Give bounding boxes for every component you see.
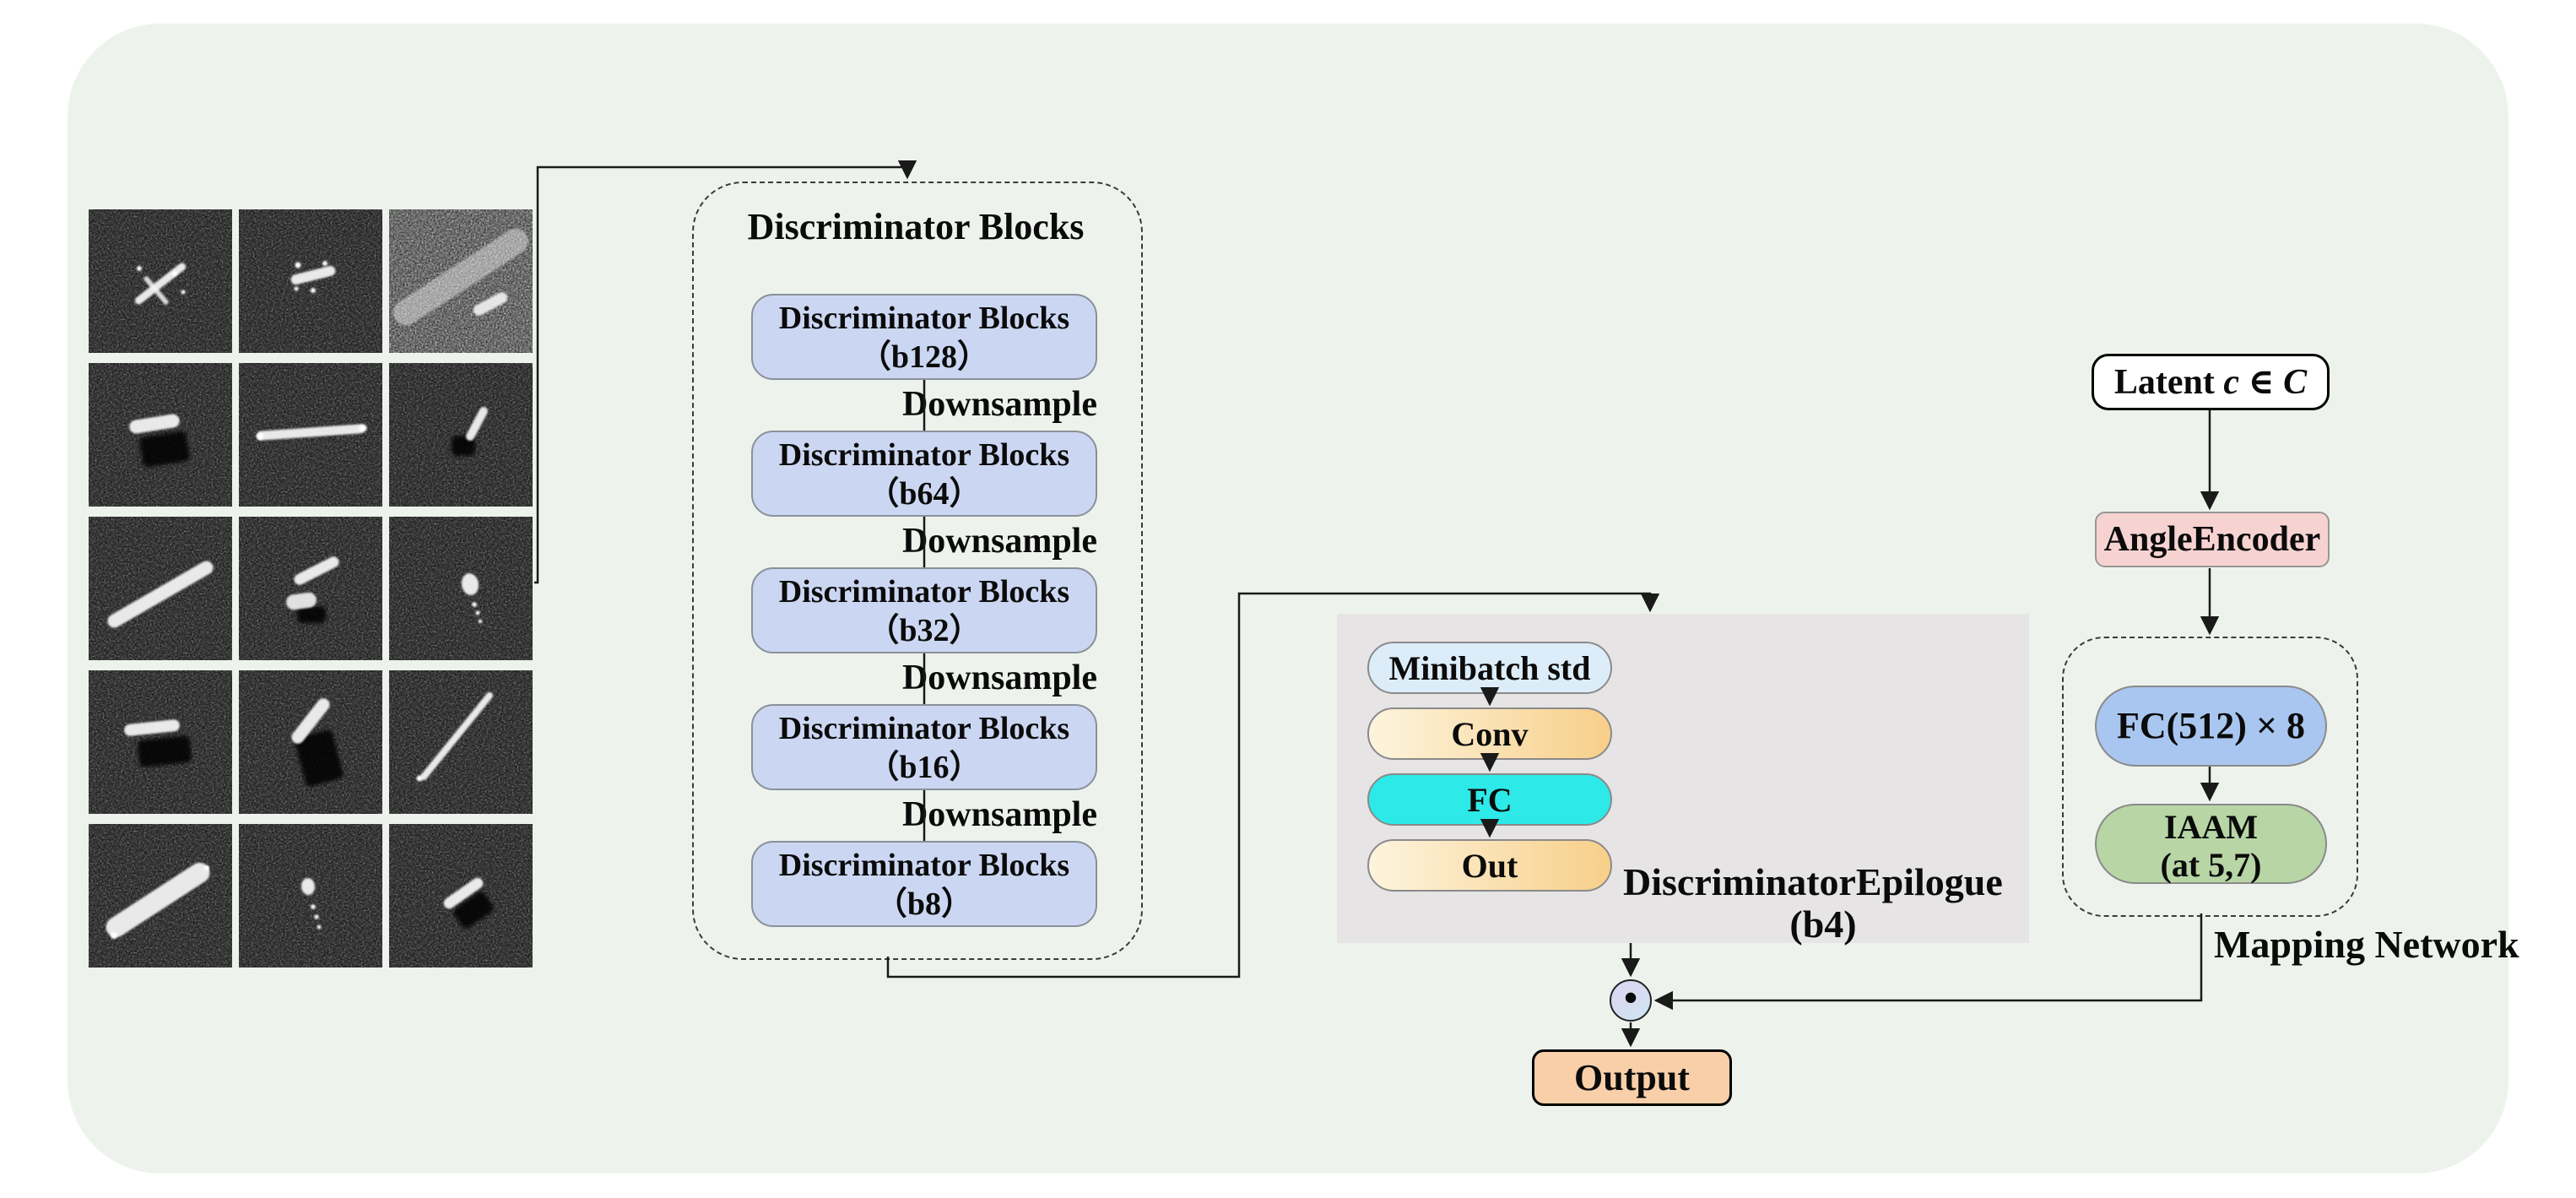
downsample-label-3: Downsample bbox=[901, 659, 1097, 697]
discriminator-block-b32: Discriminator Blocks （b32） bbox=[751, 567, 1097, 653]
sar-image bbox=[89, 363, 232, 507]
sar-sample-r3c3 bbox=[389, 517, 533, 660]
sar-image bbox=[89, 517, 232, 660]
block-label-line1: Discriminator Blocks bbox=[778, 301, 1070, 336]
block-label-line1: Discriminator Blocks bbox=[778, 437, 1070, 473]
latent-set: C bbox=[2283, 363, 2308, 402]
downsample-label-1: Downsample bbox=[901, 385, 1097, 424]
sar-sample-r4c3 bbox=[389, 670, 533, 814]
epilogue-caption-b4: (b4) bbox=[1789, 903, 1857, 946]
discriminator-block-b128: Discriminator Blocks （b128） bbox=[751, 294, 1097, 380]
sar-sample-r2c1 bbox=[89, 363, 232, 507]
sar-sample-r3c1 bbox=[89, 517, 232, 660]
discriminator-panel-title: Discriminator Blocks bbox=[747, 206, 1085, 247]
sar-image bbox=[239, 824, 382, 968]
sar-sample-r1c2 bbox=[239, 209, 382, 353]
sar-sample-r5c3 bbox=[389, 824, 533, 968]
angle-encoder-box: AngleEncoder bbox=[2095, 512, 2330, 567]
sar-image bbox=[239, 517, 382, 660]
sar-image bbox=[239, 670, 382, 814]
sar-image bbox=[389, 824, 533, 968]
output-box: Output bbox=[1532, 1049, 1732, 1106]
element-of-symbol: ∈ bbox=[2248, 363, 2275, 402]
block-label-line2: （b16） bbox=[867, 750, 982, 785]
sar-image-grid bbox=[89, 209, 533, 968]
iaam-block: IAAM (at 5,7) bbox=[2095, 804, 2327, 884]
sar-image bbox=[389, 209, 533, 353]
latent-variable: c bbox=[2223, 363, 2240, 402]
sar-sample-r5c2 bbox=[239, 824, 382, 968]
product-dot: • bbox=[1623, 976, 1638, 1019]
conv-layer: Conv bbox=[1367, 707, 1612, 760]
block-label-line1: Discriminator Blocks bbox=[778, 711, 1070, 746]
sar-sample-r3c2 bbox=[239, 517, 382, 660]
sar-sample-r1c1 bbox=[89, 209, 232, 353]
block-label-line2: （b128） bbox=[858, 339, 990, 375]
block-label-line2: （b64） bbox=[867, 476, 982, 512]
block-label-line2: （b32） bbox=[867, 613, 982, 648]
sar-image bbox=[389, 363, 533, 507]
block-label-line1: Discriminator Blocks bbox=[778, 848, 1070, 883]
sar-image bbox=[239, 363, 382, 507]
discriminator-block-b16: Discriminator Blocks （b16） bbox=[751, 704, 1097, 790]
sar-image bbox=[89, 209, 232, 353]
sar-image bbox=[389, 670, 533, 814]
latent-input-box: Latent c ∈ C bbox=[2092, 354, 2330, 410]
iaam-label-line1: IAAM bbox=[2163, 808, 2259, 846]
iaam-label-line2: (at 5,7) bbox=[2160, 846, 2262, 884]
block-label-line1: Discriminator Blocks bbox=[778, 574, 1070, 610]
sar-image bbox=[239, 209, 382, 353]
elementwise-product-node: • bbox=[1610, 976, 1652, 1022]
block-label-line2: （b8） bbox=[874, 886, 974, 922]
sar-sample-r4c1 bbox=[89, 670, 232, 814]
sar-sample-r4c2 bbox=[239, 670, 382, 814]
downsample-label-2: Downsample bbox=[901, 522, 1097, 561]
fc-layer: FC bbox=[1367, 773, 1612, 826]
out-layer: Out bbox=[1367, 839, 1612, 892]
sar-image bbox=[389, 517, 533, 660]
sar-image bbox=[89, 824, 232, 968]
discriminator-block-b8: Discriminator Blocks （b8） bbox=[751, 841, 1097, 927]
discriminator-block-b64: Discriminator Blocks （b64） bbox=[751, 431, 1097, 517]
minibatch-std-layer: Minibatch std bbox=[1367, 642, 1612, 694]
mapping-network-label: Mapping Network bbox=[2214, 923, 2519, 966]
sar-sample-r1c3 bbox=[389, 209, 533, 353]
sar-sample-r2c3 bbox=[389, 363, 533, 507]
fc512-block: FC(512) × 8 bbox=[2095, 686, 2327, 767]
downsample-label-4: Downsample bbox=[901, 795, 1097, 834]
latent-word: Latent bbox=[2113, 363, 2215, 402]
sar-image bbox=[89, 670, 232, 814]
epilogue-caption: DiscriminatorEpilogue bbox=[1623, 860, 2003, 903]
sar-sample-r5c1 bbox=[89, 824, 232, 968]
mapping-network-container bbox=[2062, 637, 2358, 917]
sar-sample-r2c2 bbox=[239, 363, 382, 507]
